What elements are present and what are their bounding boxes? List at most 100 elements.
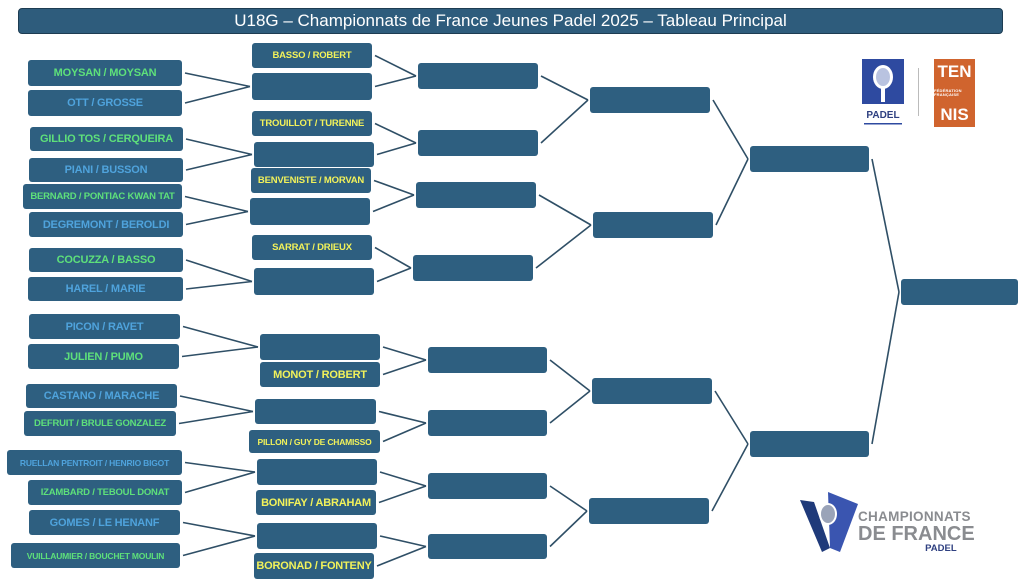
logo-divider	[918, 68, 919, 116]
bracket-connector-line	[382, 359, 427, 376]
bracket-connector-line	[184, 195, 249, 213]
r1-team-box: HAREL / MARIE	[28, 277, 183, 301]
r2-seed-box: SARRAT / DRIEUX	[252, 235, 372, 260]
r3-empty-box	[428, 473, 547, 499]
bracket-connector-line	[376, 545, 427, 567]
qf-empty-box	[589, 498, 709, 524]
bracket-connector-line	[549, 510, 588, 548]
r2-empty-box	[252, 73, 372, 100]
r2-seed-box: BONIFAY / ABRAHAM	[256, 490, 376, 515]
r1-team-box: IZAMBARD / TEBOUL DONAT	[28, 480, 182, 505]
r1-team-box: BERNARD / PONTIAC KWAN TAT	[23, 184, 182, 209]
bracket-connector-line	[714, 390, 749, 445]
r2-seed-box: TROUILLOT / TURENNE	[252, 111, 372, 136]
bracket-connector-line	[374, 122, 417, 144]
bracket-connector-line	[184, 471, 256, 494]
bracket-connector-line	[182, 535, 256, 557]
r3-empty-box	[428, 534, 547, 559]
tennis-logo-top: TEN	[937, 62, 972, 81]
bracket-connector-line	[185, 138, 253, 156]
tennis-logo-small: FÉDÉRATION FRANÇAISE	[934, 88, 962, 97]
bracket-connector-line	[374, 75, 417, 88]
bracket-connector-line	[181, 346, 259, 358]
cdf-line3: PADEL	[925, 542, 957, 554]
r1-team-box: PICON / RAVET	[29, 314, 180, 339]
bracket-connector-line	[379, 471, 427, 487]
r1-team-box: PIANI / BUSSON	[29, 158, 183, 182]
bracket-connector-line	[376, 142, 417, 156]
cdf-line1: CHAMPIONNATS	[858, 509, 971, 524]
bracket-connector-line	[182, 521, 256, 537]
bracket-connector-line	[549, 390, 591, 424]
page-title: U18G – Championnats de France Jeunes Pad…	[18, 8, 1003, 34]
bracket-connector-line	[540, 75, 589, 101]
sf-empty-box	[750, 146, 869, 172]
qf-empty-box	[592, 378, 712, 404]
bracket-connector-line	[182, 325, 259, 348]
svg-text:PADEL: PADEL	[866, 110, 899, 121]
r2-empty-box	[257, 459, 377, 485]
bracket-connector-line	[184, 72, 251, 88]
bracket-connector-line	[185, 153, 253, 171]
bracket-connector-line	[374, 54, 417, 77]
r3-empty-box	[418, 63, 538, 89]
bracket-connector-line	[711, 443, 749, 512]
fft-padel-logo: PADEL	[862, 59, 904, 127]
qf-empty-box	[590, 87, 710, 113]
r2-empty-box	[250, 198, 370, 225]
bracket-connector-line	[549, 359, 591, 392]
r1-team-box: RUELLAN PENTROIT / HENRIO BIGOT	[7, 450, 182, 475]
bracket-connector-line	[185, 210, 249, 226]
qf-empty-box	[593, 212, 713, 238]
r2-empty-box	[260, 334, 380, 360]
r2-empty-box	[254, 142, 374, 167]
r1-team-box: DEFRUIT / BRULE GONZALEZ	[24, 411, 176, 436]
r3-empty-box	[428, 347, 547, 373]
bracket-connector-line	[184, 85, 251, 104]
bracket-connector-line	[535, 224, 592, 269]
r1-team-box: JULIEN / PUMO	[28, 344, 179, 369]
bracket-connector-line	[378, 485, 427, 504]
bracket-connector-line	[374, 246, 412, 269]
bracket-connector-line	[712, 99, 749, 160]
bracket-connector-line	[179, 395, 254, 413]
bracket-connector-line	[372, 194, 415, 213]
r2-seed-box: PILLON / GUY DE CHAMISSO	[249, 430, 380, 453]
sf-empty-box	[750, 431, 869, 457]
cdf-line2: DE FRANCE	[858, 522, 975, 545]
r2-seed-box: MONOT / ROBERT	[260, 362, 380, 387]
bracket-connector-line	[871, 158, 900, 293]
r1-team-box: DEGREMONT / BEROLDI	[29, 212, 183, 237]
r3-empty-box	[428, 410, 547, 436]
r2-empty-box	[257, 523, 377, 549]
bracket-connector-line	[184, 461, 256, 473]
r1-team-box: VUILLAUMIER / BOUCHET MOULIN	[11, 543, 180, 568]
fft-tennis-logo: TEN FÉDÉRATION FRANÇAISE NIS	[934, 59, 975, 127]
bracket-connector-line	[382, 422, 427, 443]
bracket-connector-line	[379, 535, 427, 548]
bracket-connector-line	[373, 179, 415, 196]
bracket-connector-line	[376, 267, 412, 283]
bracket-connector-line	[715, 158, 749, 226]
final-empty-box	[901, 279, 1018, 305]
bracket-connector-line	[178, 410, 254, 425]
tennis-logo-bottom: NIS	[940, 105, 969, 124]
bracket-connector-line	[871, 291, 900, 445]
bracket-connector-line	[382, 346, 427, 361]
r1-team-box: COCUZZA / BASSO	[29, 248, 183, 272]
r1-team-box: CASTANO / MARACHE	[26, 384, 177, 408]
r3-empty-box	[413, 255, 533, 281]
bracket-connector-line	[378, 410, 427, 424]
r2-seed-box: BORONAD / FONTENY	[254, 553, 374, 579]
bracket-connector-line	[185, 259, 253, 283]
r1-team-box: GILLIO TOS / CERQUEIRA	[30, 127, 183, 151]
bracket-connector-line	[538, 194, 592, 226]
padel-emblem-icon	[800, 492, 858, 552]
r3-empty-box	[418, 130, 538, 156]
r1-team-box: OTT / GROSSE	[28, 90, 182, 116]
championnats-de-france-logo: CHAMPIONNATS DE FRANCE PADEL	[800, 490, 1000, 560]
r2-empty-box	[254, 268, 374, 295]
padel-racket-icon: PADEL	[862, 59, 904, 125]
r2-empty-box	[255, 399, 376, 424]
